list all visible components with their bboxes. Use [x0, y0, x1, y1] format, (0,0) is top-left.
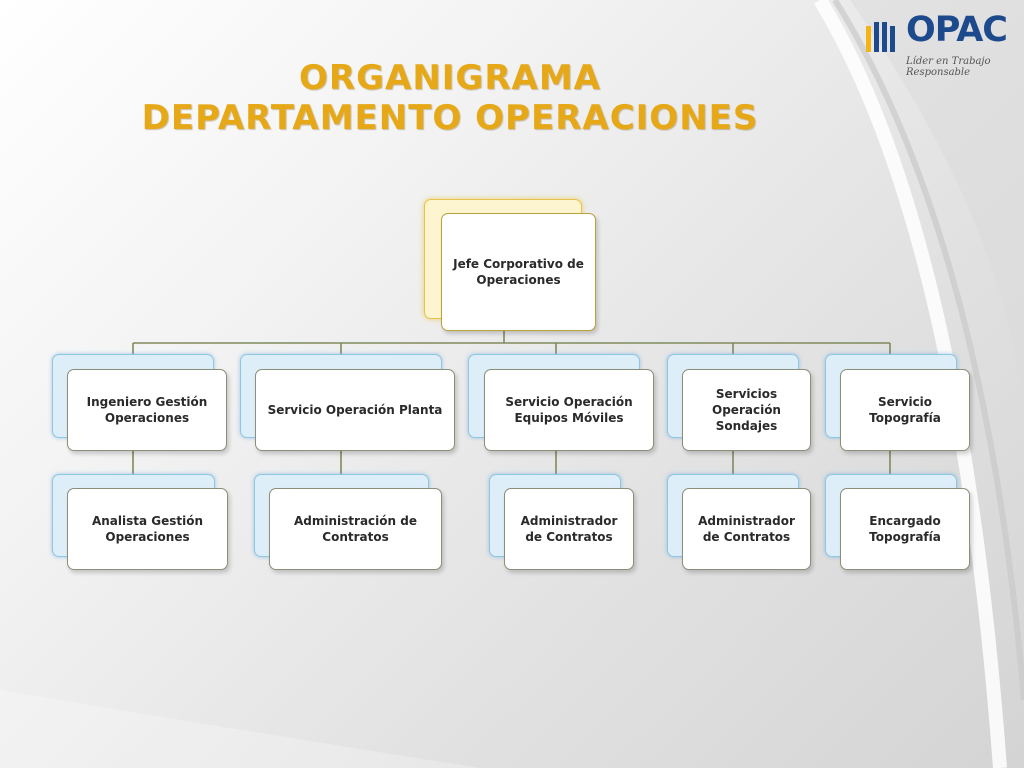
- org-node-equipos-moviles: Servicio Operación Equipos Móviles: [468, 354, 654, 451]
- page-title: ORGANIGRAMA DEPARTAMENTO OPERACIONES: [120, 58, 780, 138]
- org-node-label: Servicio Topografía: [869, 395, 941, 425]
- org-node-label: Encargado Topografía: [869, 514, 941, 544]
- org-node-label: Servicio Operación Equipos Móviles: [505, 395, 633, 425]
- opac-bars-icon: [866, 22, 895, 52]
- org-node-encargado-topografia: Encargado Topografía: [825, 474, 970, 570]
- logo-wordmark: OPAC: [906, 10, 1008, 50]
- title-line-2: DEPARTAMENTO OPERACIONES: [141, 98, 759, 138]
- org-node-administracion-contratos: Administración de Contratos: [254, 474, 442, 570]
- opac-logo: OPAC Líder en Trabajo Responsable: [864, 10, 1020, 78]
- org-node-label: Administrador de Contratos: [520, 514, 618, 544]
- org-node-sondajes: Servicios Operación Sondajes: [667, 354, 811, 451]
- org-node-label: Administración de Contratos: [294, 514, 417, 544]
- title-line-1: ORGANIGRAMA: [299, 58, 601, 98]
- org-node-label: Administrador de Contratos: [698, 514, 795, 544]
- org-node-analista-gestion: Analista Gestión Operaciones: [52, 474, 228, 570]
- logo-tagline: Líder en Trabajo Responsable: [906, 56, 991, 78]
- org-node-topografia: Servicio Topografía: [825, 354, 970, 451]
- org-node-administrador-contratos-moviles: Administrador de Contratos: [489, 474, 634, 570]
- org-node-label: Servicio Operación Planta: [267, 403, 443, 417]
- org-node-label: Analista Gestión Operaciones: [91, 514, 204, 544]
- org-node-root-label: Jefe Corporativo de Operaciones: [453, 257, 584, 287]
- org-node-ingeniero-gestion: Ingeniero Gestión Operaciones: [52, 354, 227, 451]
- org-node-root: Jefe Corporativo de Operaciones: [424, 199, 596, 331]
- org-node-administrador-contratos-sondajes: Administrador de Contratos: [667, 474, 811, 570]
- org-node-label: Ingeniero Gestión Operaciones: [86, 395, 208, 425]
- org-node-label: Servicios Operación Sondajes: [712, 387, 781, 433]
- org-node-operacion-planta: Servicio Operación Planta: [240, 354, 455, 451]
